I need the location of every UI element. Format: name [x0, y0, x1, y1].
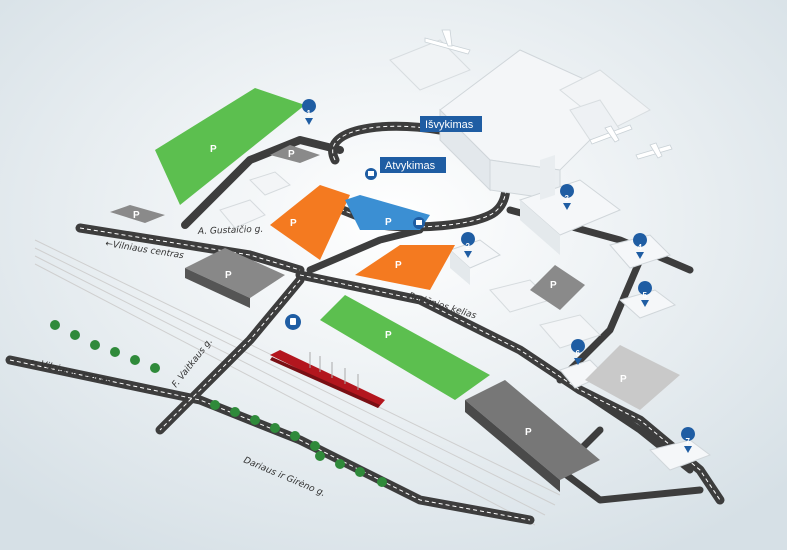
platform-canopy	[309, 352, 359, 390]
marker-4[interactable]: 4	[633, 233, 648, 259]
svg-text:2: 2	[466, 242, 471, 251]
parking-gray-small-1[interactable]	[110, 205, 165, 223]
svg-text:P: P	[525, 427, 532, 438]
marker-1[interactable]: 1	[302, 99, 317, 125]
parking-green-north[interactable]	[155, 88, 305, 205]
svg-text:P: P	[395, 260, 402, 271]
marker-3[interactable]: 3	[560, 184, 575, 210]
marker-5[interactable]: 5	[638, 281, 653, 307]
svg-text:Atvykimas: Atvykimas	[385, 160, 436, 172]
train	[270, 350, 385, 408]
parking-orange-west[interactable]	[270, 185, 350, 260]
svg-text:1: 1	[307, 109, 312, 118]
svg-text:P: P	[210, 144, 217, 155]
train-icon	[285, 314, 302, 330]
svg-text:Išvykimas: Išvykimas	[425, 119, 474, 131]
street-label-gustaiciu: A. Gustaičio g.	[197, 224, 264, 237]
svg-text:6: 6	[576, 349, 581, 358]
bus-icon	[413, 217, 425, 229]
plane-icon	[424, 29, 673, 160]
road-markings	[9, 125, 721, 521]
svg-text:P: P	[620, 374, 627, 385]
svg-text:3: 3	[565, 194, 570, 203]
parking-blue-terminal[interactable]	[345, 195, 430, 230]
parking-zones	[110, 88, 680, 492]
svg-text:P: P	[385, 217, 392, 228]
svg-text:P: P	[385, 330, 392, 341]
parking-labels: P P P P P P P P P P P	[133, 144, 627, 438]
railway	[34, 239, 561, 526]
parking-gray-multistorey-south[interactable]	[465, 380, 600, 480]
svg-text:P: P	[290, 218, 297, 229]
marker-7[interactable]: 7	[681, 427, 696, 453]
parking-green-south[interactable]	[320, 295, 490, 400]
parking-orange-east[interactable]	[355, 245, 455, 290]
departures-sign: Išvykimas	[420, 116, 482, 132]
svg-text:P: P	[133, 210, 140, 221]
svg-text:P: P	[225, 270, 232, 281]
parking-gray-east-1[interactable]	[530, 265, 585, 310]
parking-gray-small-2[interactable]	[270, 145, 320, 163]
svg-text:7: 7	[686, 437, 691, 446]
parking-gray-multistorey-west[interactable]	[185, 248, 285, 298]
svg-text:P: P	[550, 280, 557, 291]
svg-text:5: 5	[643, 291, 648, 300]
arrivals-sign: Atvykimas	[380, 157, 446, 173]
marker-6[interactable]: 6	[571, 339, 586, 365]
svg-text:4: 4	[638, 243, 643, 252]
terminal-building	[219, 39, 712, 471]
bus-icon	[365, 168, 377, 180]
parking-gray-east-2[interactable]	[585, 345, 680, 410]
svg-text:P: P	[288, 149, 295, 160]
marker-2[interactable]: 2	[461, 232, 476, 258]
trees	[50, 320, 387, 487]
